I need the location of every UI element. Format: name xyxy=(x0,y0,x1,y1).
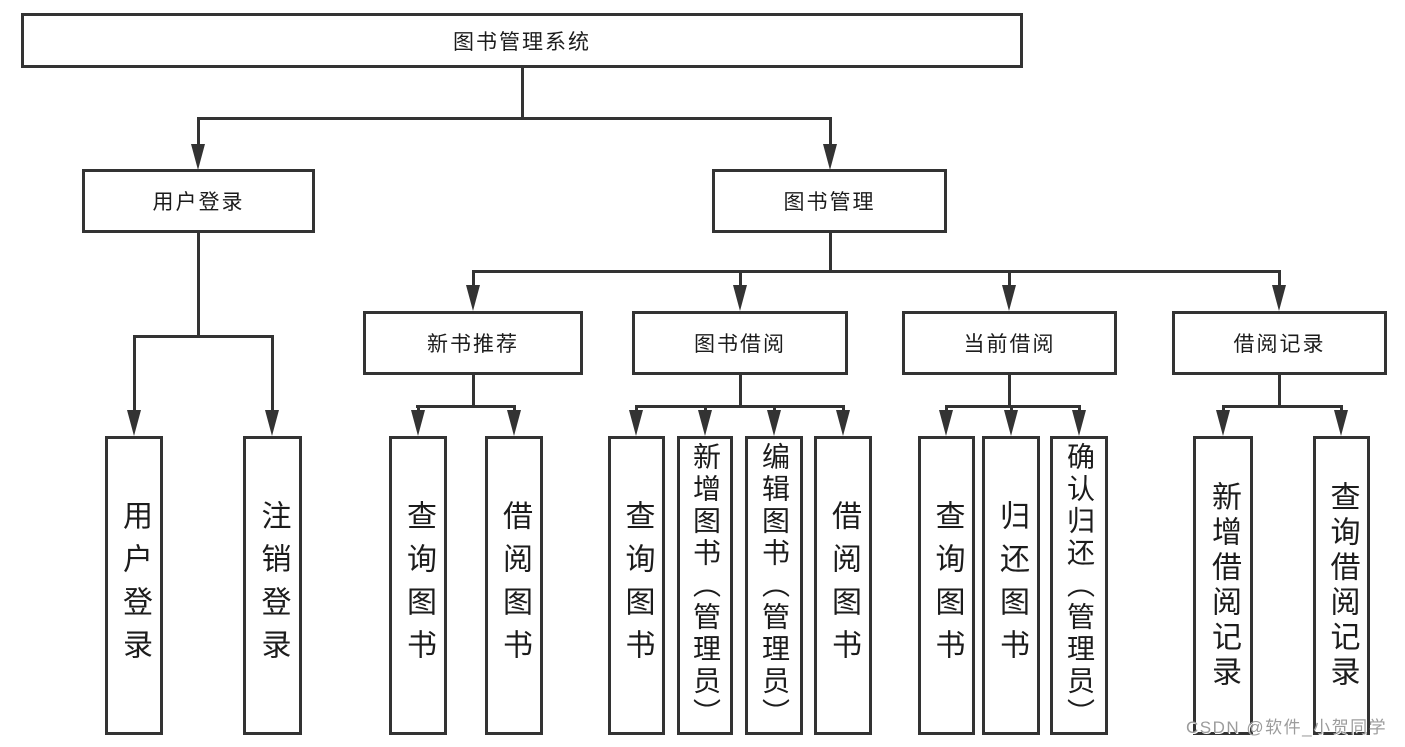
connector-book-management-stub xyxy=(829,233,832,273)
connector-drop-book-borrow xyxy=(739,270,742,288)
connector-borrow-records-stub xyxy=(1278,375,1281,408)
arrowhead-down-icon xyxy=(767,410,781,436)
arrowhead-down-icon xyxy=(629,410,643,436)
leaf-logout-label: 注销登录 xyxy=(256,499,290,672)
connector-drop-leaf xyxy=(417,405,420,413)
connector-book-borrow-stub xyxy=(739,375,742,408)
arrowhead-down-icon xyxy=(939,410,953,436)
leaf-bb-edit-books-admin-label: 编辑图书（管理员） xyxy=(759,441,790,730)
arrowhead-down-icon xyxy=(127,410,141,436)
connector-root-bar xyxy=(197,117,832,120)
arrowhead-down-icon xyxy=(411,410,425,436)
arrowhead-down-icon xyxy=(823,144,837,170)
connector-root-stub xyxy=(521,68,524,119)
leaf-cb-return-books: 归还图书 xyxy=(982,436,1040,735)
leaf-cb-return-books-label: 归还图书 xyxy=(995,499,1028,672)
node-user-login: 用户登录 xyxy=(82,169,315,233)
connector-drop-leaf xyxy=(1340,405,1343,413)
connector-drop-leaf xyxy=(635,405,638,413)
connector-drop-leaf xyxy=(1078,405,1081,413)
node-new-book-recommend: 新书推荐 xyxy=(363,311,583,375)
arrowhead-down-icon xyxy=(1216,410,1230,436)
leaf-user-login: 用户登录 xyxy=(105,436,163,735)
leaf-br-query-record: 查询借阅记录 xyxy=(1313,436,1370,735)
node-book-management: 图书管理 xyxy=(712,169,947,233)
arrowhead-down-icon xyxy=(1334,410,1348,436)
connector-borrow-records-bar xyxy=(1222,405,1343,408)
arrowhead-down-icon xyxy=(265,410,279,436)
connector-drop-user-login xyxy=(197,117,200,147)
arrowhead-down-icon xyxy=(836,410,850,436)
node-new-book-recommend-label: 新书推荐 xyxy=(427,333,519,356)
connector-drop-new-book xyxy=(472,270,475,288)
leaf-bb-query-books-label: 查询图书 xyxy=(620,499,654,672)
leaf-bb-add-books-admin-label: 新增图书（管理员） xyxy=(690,441,721,730)
node-borrow-records-label: 借阅记录 xyxy=(1233,333,1326,356)
leaf-logout: 注销登录 xyxy=(243,436,302,735)
leaf-cb-confirm-return-admin-label: 确认归还（管理员） xyxy=(1064,441,1095,730)
connector-drop-ul-logout xyxy=(271,335,274,413)
leaf-cb-query-books: 查询图书 xyxy=(918,436,975,735)
connector-user-login-stub xyxy=(197,233,200,338)
arrowhead-down-icon xyxy=(507,410,521,436)
connector-drop-leaf xyxy=(1010,405,1013,413)
node-user-login-label: 用户登录 xyxy=(152,191,245,214)
node-book-borrow: 图书借阅 xyxy=(632,311,848,375)
connector-drop-current-borrow xyxy=(1008,270,1011,288)
watermark: CSDN @软件_小贺同学 xyxy=(1186,718,1388,737)
leaf-bb-query-books: 查询图书 xyxy=(608,436,665,735)
leaf-br-query-record-label: 查询借阅记录 xyxy=(1325,480,1359,691)
connector-book-borrow-bar xyxy=(635,405,845,408)
leaf-bb-borrow-books-label: 借阅图书 xyxy=(827,499,860,672)
arrowhead-down-icon xyxy=(1004,410,1018,436)
connector-drop-ul-login xyxy=(133,335,136,413)
connector-current-borrow-stub xyxy=(1008,375,1011,408)
node-current-borrow-label: 当前借阅 xyxy=(963,333,1056,356)
connector-new-book-bar xyxy=(416,405,516,408)
arrowhead-down-icon xyxy=(698,410,712,436)
node-borrow-records: 借阅记录 xyxy=(1172,311,1387,375)
node-root-label: 图书管理系统 xyxy=(453,30,591,54)
connector-drop-leaf xyxy=(842,405,845,413)
leaf-nb-query-books: 查询图书 xyxy=(389,436,447,735)
connector-drop-leaf xyxy=(945,405,948,413)
leaf-br-add-record: 新增借阅记录 xyxy=(1193,436,1253,735)
leaf-bb-edit-books-admin: 编辑图书（管理员） xyxy=(745,436,803,735)
connector-current-borrow-bar xyxy=(945,405,1081,408)
connector-drop-leaf xyxy=(773,405,776,413)
arrowhead-down-icon xyxy=(191,144,205,170)
arrowhead-down-icon xyxy=(733,285,747,311)
leaf-cb-confirm-return-admin: 确认归还（管理员） xyxy=(1050,436,1108,735)
leaf-nb-borrow-books-label: 借阅图书 xyxy=(498,499,531,672)
leaf-nb-query-books-label: 查询图书 xyxy=(402,499,435,672)
leaf-cb-query-books-label: 查询图书 xyxy=(930,499,964,672)
arrowhead-down-icon xyxy=(1072,410,1086,436)
connector-drop-book-management xyxy=(829,117,832,147)
node-root: 图书管理系统 xyxy=(21,13,1023,68)
arrowhead-down-icon xyxy=(1272,285,1286,311)
arrowhead-down-icon xyxy=(1002,285,1016,311)
node-book-management-label: 图书管理 xyxy=(783,191,876,214)
connector-drop-leaf xyxy=(513,405,516,413)
node-book-borrow-label: 图书借阅 xyxy=(694,333,786,356)
connector-new-book-stub xyxy=(472,375,475,408)
leaf-nb-borrow-books: 借阅图书 xyxy=(485,436,543,735)
arrowhead-down-icon xyxy=(466,285,480,311)
connector-drop-leaf xyxy=(1222,405,1225,413)
leaf-user-login-label: 用户登录 xyxy=(118,499,151,672)
leaf-br-add-record-label: 新增借阅记录 xyxy=(1207,480,1240,691)
leaf-bb-borrow-books: 借阅图书 xyxy=(814,436,872,735)
node-current-borrow: 当前借阅 xyxy=(902,311,1117,375)
connector-drop-leaf xyxy=(704,405,707,413)
leaf-bb-add-books-admin: 新增图书（管理员） xyxy=(677,436,733,735)
connector-user-login-bar xyxy=(133,335,274,338)
connector-book-management-bar xyxy=(472,270,1281,273)
connector-drop-borrow-records xyxy=(1278,270,1281,288)
